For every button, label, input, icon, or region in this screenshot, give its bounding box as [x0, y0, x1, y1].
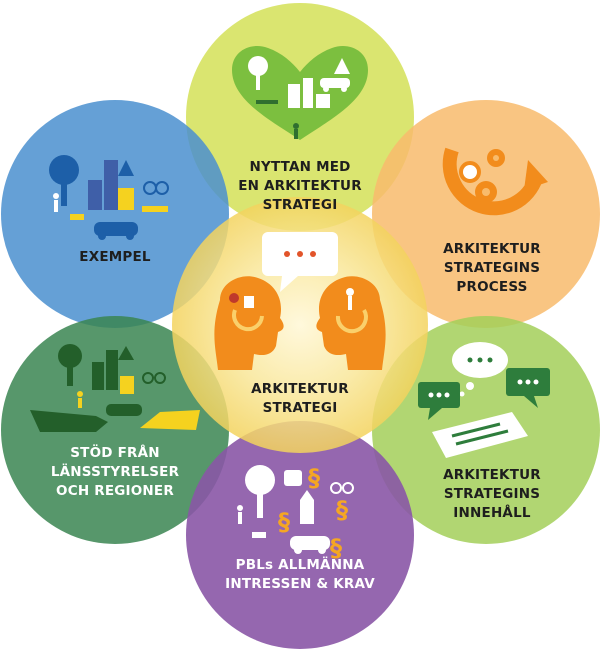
paragraph-city-icon: § § § §: [237, 464, 354, 562]
svg-text:§: §: [336, 496, 348, 524]
circle-stod: [1, 316, 229, 544]
gears-cycle-icon: [442, 147, 548, 216]
label-nyttan: NYTTAN MED EN ARKITEKTUR STRATEGI: [238, 159, 362, 213]
svg-text:§: §: [330, 534, 342, 562]
city-heart-icon: [232, 46, 368, 140]
label-arkitektur-strategi: ARKITEKTUR STRATEGI: [251, 381, 349, 416]
svg-text:§: §: [308, 464, 320, 492]
label-exempel: EXEMPEL: [79, 249, 151, 265]
circle-pbl: [186, 421, 414, 649]
label-pbl: PBLs ALLMÄNNA INTRESSEN & KRAV: [225, 557, 375, 592]
city-example-icon: [49, 155, 169, 240]
svg-text:§: §: [278, 508, 290, 536]
two-heads-dialogue-icon: [214, 232, 386, 370]
circle-arkitektur-strategi: [172, 197, 428, 453]
hands-support-icon: [30, 344, 200, 432]
label-process: ARKITEKTUR STRATEGINS PROCESS: [443, 241, 541, 295]
speech-bubbles-document-icon: [418, 342, 550, 458]
label-innehall: ARKITEKTUR STRATEGINS INNEHÅLL: [443, 467, 541, 521]
label-stod: STÖD FRÅN LÄNSSTYRELSER OCH REGIONER: [50, 445, 180, 499]
